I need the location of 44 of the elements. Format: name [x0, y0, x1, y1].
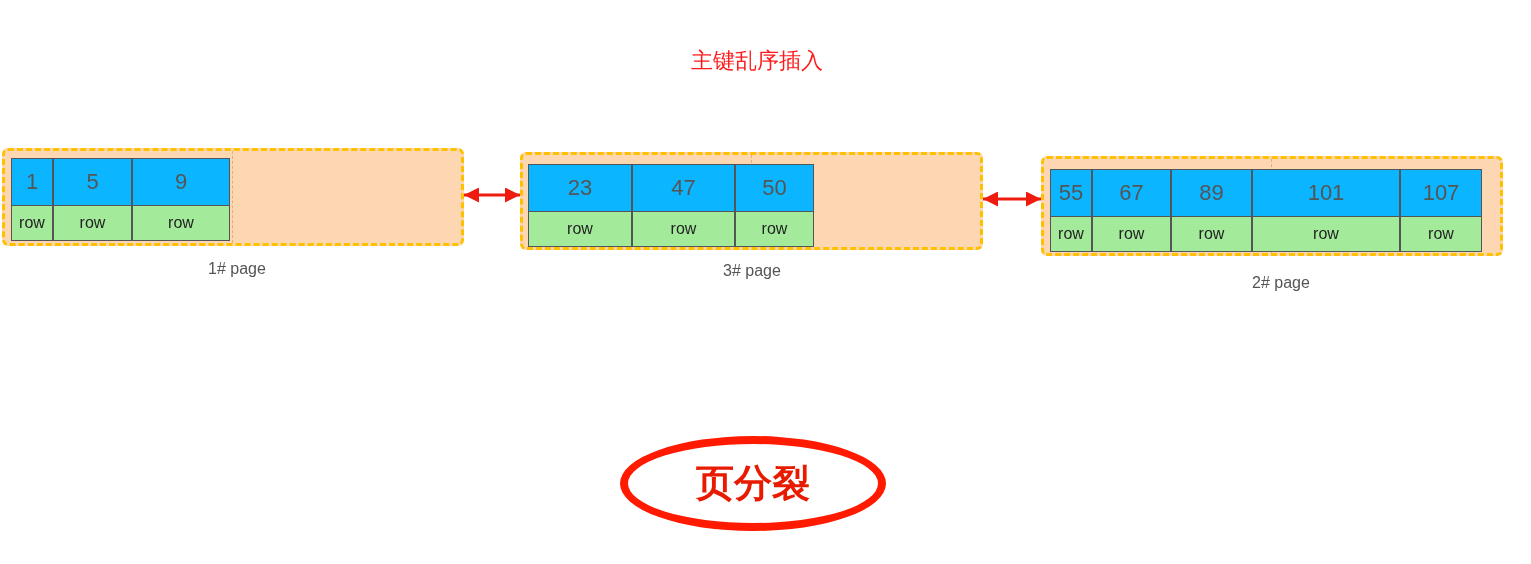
record-entry — [528, 164, 632, 247]
record-entry — [11, 158, 53, 241]
record-entry — [1252, 169, 1400, 252]
row-label: row — [1093, 217, 1170, 251]
record-entry — [1171, 169, 1252, 252]
page-box — [2, 148, 464, 246]
record-entry — [53, 158, 132, 241]
page-caption: 1# page — [208, 260, 266, 278]
row-label: row — [12, 206, 52, 240]
key-value: 23 — [529, 165, 631, 212]
highlight-oval — [620, 436, 886, 531]
key-value: 55 — [1051, 170, 1091, 217]
row-label: row — [54, 206, 131, 240]
record-entry — [132, 158, 230, 241]
row-label: row — [1401, 217, 1481, 251]
double-arrow — [464, 187, 520, 203]
key-value: 1 — [12, 159, 52, 206]
page-box — [520, 152, 983, 250]
page-caption: 3# page — [723, 262, 781, 280]
key-value: 89 — [1172, 170, 1251, 217]
row-label: row — [529, 212, 631, 246]
key-value: 101 — [1253, 170, 1399, 217]
callout-text: 页分裂 — [696, 461, 810, 506]
row-label: row — [1253, 217, 1399, 251]
row-label: row — [1051, 217, 1091, 251]
record-entry — [1092, 169, 1171, 252]
key-value: 107 — [1401, 170, 1481, 217]
row-label: row — [1172, 217, 1251, 251]
double-arrow — [983, 191, 1041, 207]
row-label: row — [633, 212, 734, 246]
row-label: row — [133, 206, 229, 240]
page-box — [1041, 156, 1503, 256]
title: 主键乱序插入 — [691, 47, 823, 75]
key-value: 5 — [54, 159, 131, 206]
key-value: 67 — [1093, 170, 1170, 217]
record-entry — [735, 164, 814, 247]
key-value: 9 — [133, 159, 229, 206]
key-value: 50 — [736, 165, 813, 212]
record-entry — [632, 164, 735, 247]
record-entry — [1400, 169, 1482, 252]
page-caption: 2# page — [1252, 274, 1310, 292]
row-label: row — [736, 212, 813, 246]
record-entry — [1050, 169, 1092, 252]
key-value: 47 — [633, 165, 734, 212]
